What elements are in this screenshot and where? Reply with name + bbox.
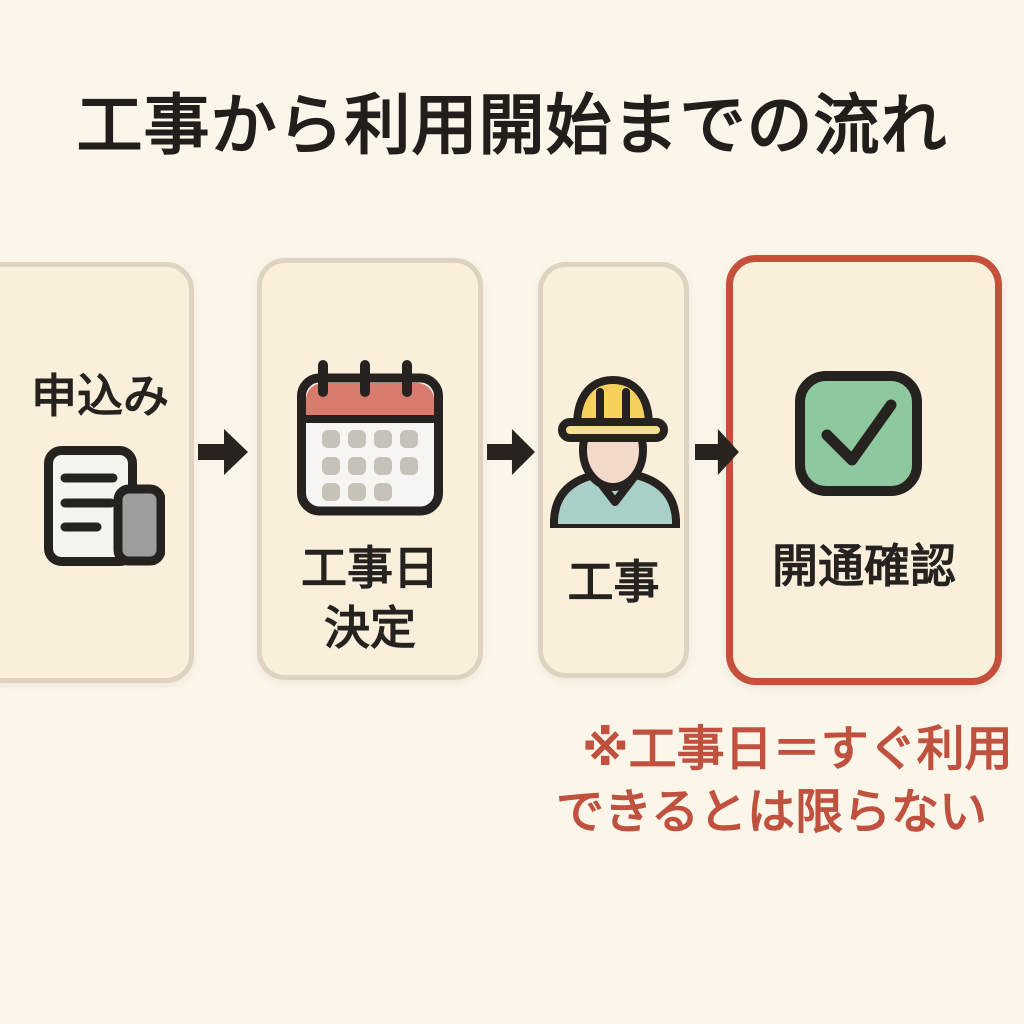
step-label: 申込み xyxy=(31,369,169,423)
application-form-icon xyxy=(44,446,165,566)
construction-worker-icon xyxy=(550,376,680,528)
step-label: 工事 xyxy=(567,555,660,609)
arrow-right-icon xyxy=(198,429,248,475)
note-line2: できるとは限らない xyxy=(556,784,988,840)
construction-note: ※工事日＝すぐ利用 できるとは限らない xyxy=(556,718,1013,844)
arrow-right-icon xyxy=(487,429,535,475)
calendar-icon xyxy=(297,360,443,516)
step-label-line2: 決定 xyxy=(324,601,416,655)
arrow-right-icon xyxy=(695,429,739,475)
step-label: 開通確認 xyxy=(772,539,956,593)
check-square-icon xyxy=(795,371,922,496)
page-title: 工事から利用開始までの流れ xyxy=(76,87,948,164)
step-label-line1: 工事日 xyxy=(301,541,439,595)
note-line1: ※工事日＝すぐ利用 xyxy=(582,721,1013,777)
step-label: 工事日 決定 xyxy=(257,538,483,658)
